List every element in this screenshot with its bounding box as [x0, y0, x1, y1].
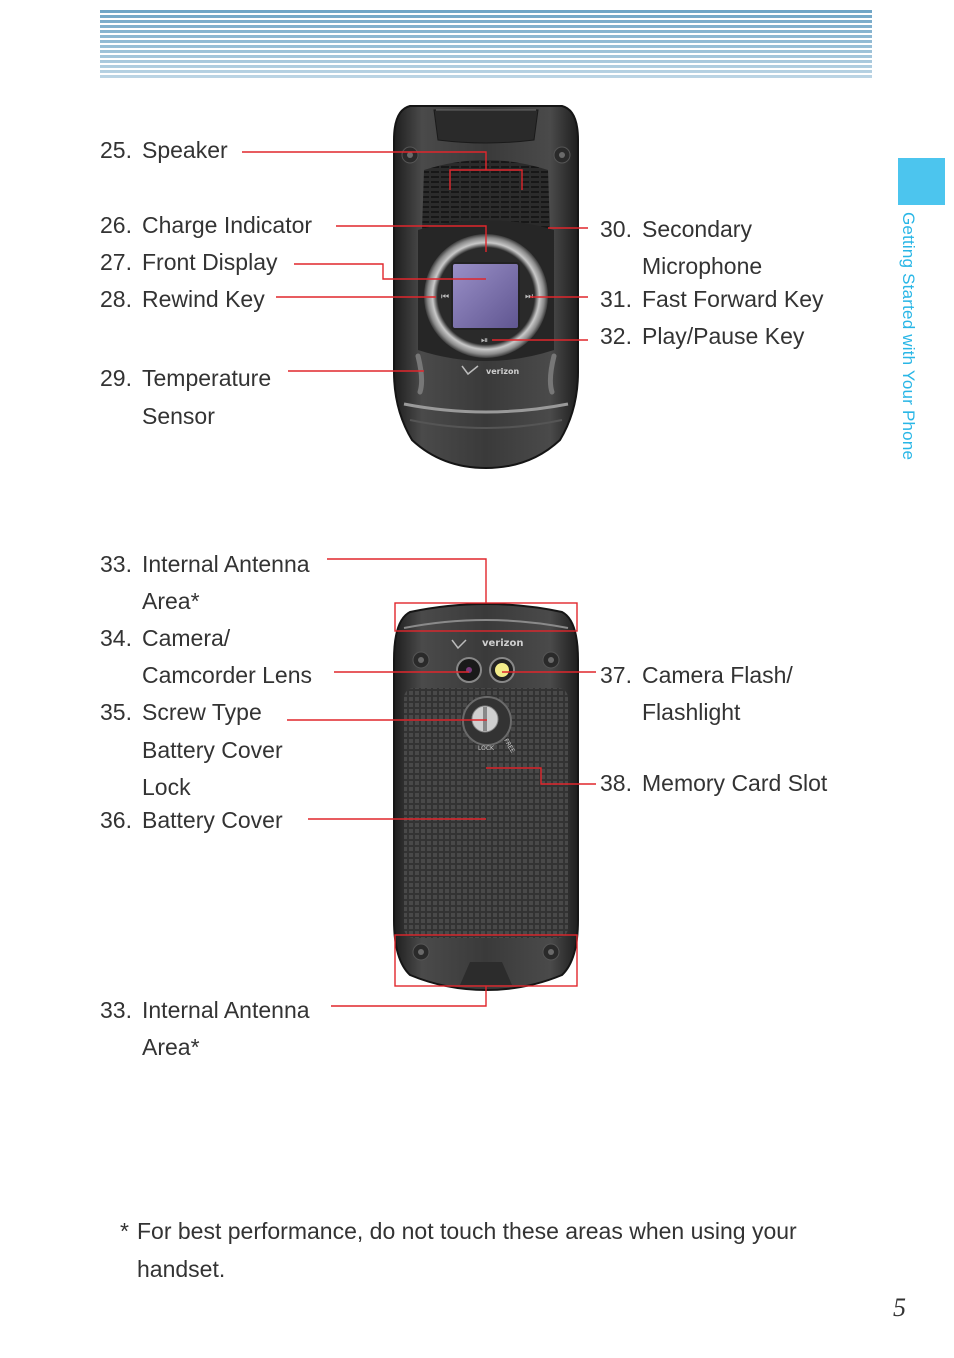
front-branding: verizon: [486, 367, 519, 376]
front-display-screen: [451, 262, 520, 330]
label-temperature-sensor: 29.Temperature Sensor: [100, 365, 272, 429]
label-play-pause-key: 32.Play/Pause Key: [600, 323, 805, 349]
label-front-display: 27.Front Display: [100, 249, 278, 275]
callout-lines: [242, 151, 596, 1007]
phone-back: verizon LOCK FREE: [393, 603, 579, 992]
label-camera-lens: 34.Camera/ Camcorder Lens: [100, 625, 313, 688]
footnote-line2: handset.: [137, 1256, 226, 1282]
label-secondary-microphone: 30.Secondary Microphone: [600, 216, 763, 279]
footnote: * For best performance, do not touch thes…: [120, 1212, 880, 1288]
verizon-check-icon-back: [451, 639, 467, 650]
label-battery-cover: 36.Battery Cover: [100, 807, 283, 833]
rewind-icon: ⏮: [441, 292, 449, 302]
battery-cover-grip: [404, 688, 568, 938]
label-speaker: 25.Speaker: [100, 137, 228, 163]
footnote-line1: For best performance, do not touch these…: [137, 1218, 797, 1244]
speaker-grille: [422, 160, 550, 230]
section-tab-marker: [898, 158, 945, 205]
fast-forward-icon: ⏭: [525, 292, 533, 302]
section-tab-label: Getting Started with Your Phone: [899, 212, 918, 461]
label-fast-forward-key: 31.Fast Forward Key: [600, 286, 824, 312]
page-number: 5: [893, 1293, 906, 1322]
play-pause-icon: ⏯: [481, 336, 488, 346]
label-memory-card-slot: 38.Memory Card Slot: [600, 770, 828, 796]
lock-engraving: LOCK: [478, 745, 495, 752]
footnote-star: *: [120, 1218, 129, 1244]
label-screw-lock: 35.Screw Type Battery Cover Lock: [100, 699, 283, 800]
phone-front: ⏮ ⏭ ⏯ verizon: [393, 105, 579, 470]
label-charge-indicator: 26.Charge Indicator: [100, 212, 313, 238]
label-camera-flash: 37.Camera Flash/ Flashlight: [600, 662, 793, 725]
label-internal-antenna-bottom: 33.Internal Antenna Area*: [100, 997, 310, 1060]
header-stripe-fade: [100, 10, 872, 80]
back-branding: verizon: [482, 638, 523, 649]
label-rewind-key: 28.Rewind Key: [100, 286, 265, 312]
label-internal-antenna-top: 33.Internal Antenna Area*: [100, 551, 310, 614]
verizon-check-icon: [461, 365, 479, 376]
